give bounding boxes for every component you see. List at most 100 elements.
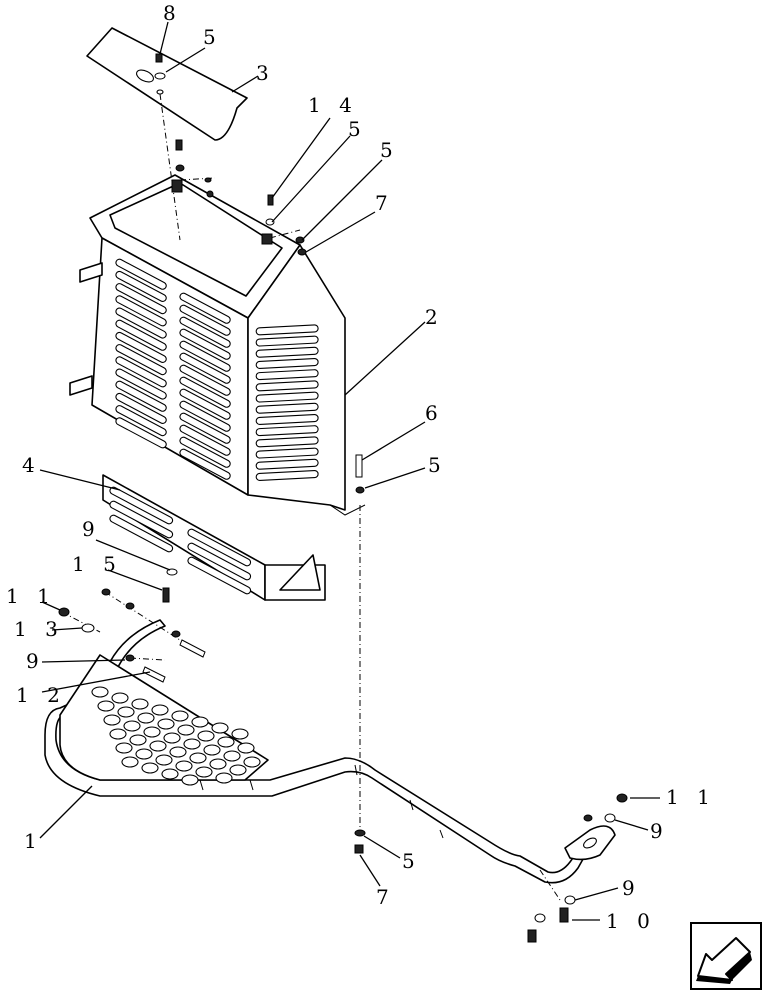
callout-13: 1 3 — [14, 617, 64, 641]
deflector-slot — [187, 528, 252, 567]
leader-lines — [39, 21, 660, 921]
tread-hole — [217, 736, 235, 748]
louver-slot — [115, 307, 167, 339]
tread-hole — [197, 730, 215, 742]
louver-slot — [115, 331, 167, 363]
callout-11: 1 1 — [666, 785, 716, 809]
previous-page-button[interactable] — [690, 922, 762, 990]
louver-slot — [115, 344, 167, 376]
louver-slot — [115, 368, 167, 400]
tread-hole — [163, 732, 181, 744]
callout-5: 5 — [203, 25, 222, 49]
tread-hole — [203, 744, 221, 756]
tread-hole — [143, 726, 161, 738]
callout-12: 1 2 — [16, 683, 66, 707]
tread-hole — [155, 754, 173, 766]
tread-hole — [189, 752, 207, 764]
tread-hole — [191, 716, 209, 728]
callout-5: 5 — [380, 138, 399, 162]
louver-slot — [179, 304, 231, 336]
louver-slot — [255, 458, 319, 470]
tread-hole — [161, 768, 179, 780]
callout-5: 5 — [348, 117, 367, 141]
tread-hole — [231, 728, 249, 740]
deflector-slot — [109, 486, 174, 525]
tread-hole — [229, 764, 247, 776]
tread-hole — [117, 706, 135, 718]
louver-slot — [255, 425, 319, 437]
louver-slot — [179, 400, 231, 432]
louver-slot — [115, 356, 167, 388]
louver-slot — [179, 292, 231, 324]
callout-5: 5 — [428, 453, 447, 477]
louver-slot — [179, 448, 231, 480]
tread-hole — [121, 756, 139, 768]
callout-9: 9 — [622, 876, 641, 900]
louver-slot — [255, 346, 319, 358]
tread-hole — [141, 762, 159, 774]
louver-slot — [115, 283, 167, 315]
tread-hole — [157, 718, 175, 730]
tread-hole — [177, 724, 195, 736]
hardware — [58, 53, 628, 943]
tread-hole — [183, 738, 201, 750]
louver-slot — [115, 319, 167, 351]
tread-hole — [223, 750, 241, 762]
callout-14: 1 4 — [308, 93, 358, 117]
louver-slot — [115, 295, 167, 327]
step-assembly-part-1 — [44, 619, 616, 884]
tread-hole — [215, 772, 233, 784]
louver-slot — [255, 324, 319, 336]
callout-7: 7 — [376, 885, 395, 909]
louver-slot — [255, 402, 319, 414]
louver-slot — [179, 352, 231, 384]
deflector-slot — [187, 542, 252, 581]
louver-slot — [179, 340, 231, 372]
tread-hole — [243, 756, 261, 768]
callout-3: 3 — [256, 61, 275, 85]
callout-8: 8 — [163, 1, 182, 25]
callout-9: 9 — [650, 819, 669, 843]
tread-hole — [123, 720, 141, 732]
louver-slot — [255, 380, 319, 392]
louver-slot — [255, 447, 319, 459]
tread-hole — [111, 692, 129, 704]
louver-slot — [255, 369, 319, 381]
louver-slot — [255, 413, 319, 425]
deflector-part-4 — [102, 474, 326, 601]
louver-slot — [255, 469, 319, 481]
callout-9: 9 — [82, 517, 101, 541]
deflector-slot — [109, 500, 174, 539]
tread-hole — [209, 758, 227, 770]
tread-hole — [103, 714, 121, 726]
tread-hole — [195, 766, 213, 778]
tread-hole — [129, 734, 147, 746]
callout-5: 5 — [402, 849, 421, 873]
louver-slot — [115, 380, 167, 412]
callout-4: 4 — [22, 453, 41, 477]
louver-slot — [179, 376, 231, 408]
louver-slot — [255, 391, 319, 403]
louver-slot — [115, 417, 167, 449]
callout-11: 1 1 — [6, 584, 56, 608]
louver-slot — [115, 270, 167, 302]
tread-hole — [135, 748, 153, 760]
tread-hole — [175, 760, 193, 772]
callout-9: 9 — [26, 649, 45, 673]
tread-hole — [181, 774, 199, 786]
deflector-slot — [109, 514, 174, 553]
tread-hole — [131, 698, 149, 710]
grille-shroud-part-2 — [69, 174, 366, 516]
louver-slot — [179, 436, 231, 468]
tread-hole — [149, 740, 167, 752]
louver-slot — [255, 357, 319, 369]
louver-slot — [115, 405, 167, 437]
louver-slot — [179, 412, 231, 444]
tread-hole — [237, 742, 255, 754]
previous-page-arrow-icon — [696, 937, 752, 984]
tread-hole — [97, 700, 115, 712]
deflector-slot — [187, 556, 252, 595]
callout-6: 6 — [425, 401, 444, 425]
louver-slot — [179, 424, 231, 456]
